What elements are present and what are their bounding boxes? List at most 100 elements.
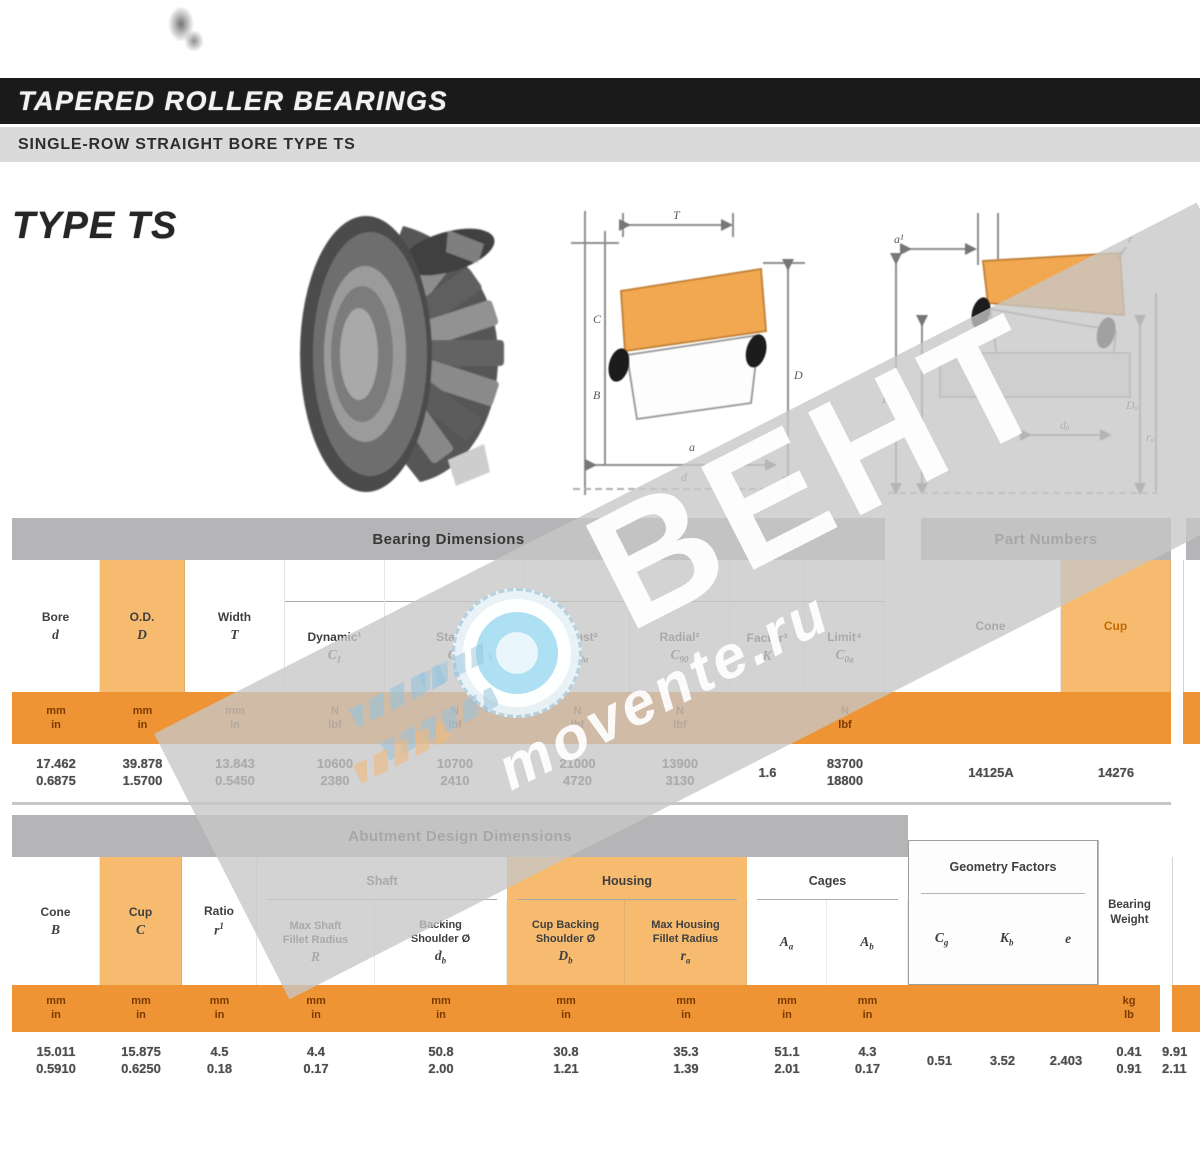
t2-col-geo-e-header: e <box>1065 931 1072 946</box>
t1-col-k-unit <box>730 692 805 744</box>
t1-col-cup-unit <box>1061 692 1171 744</box>
edge-fragment-header <box>1183 560 1200 692</box>
edge-fragment-gray-header <box>1186 518 1200 560</box>
t2-col-geo-kb-header: Kb <box>1000 930 1014 948</box>
t2-col-geo-e-value: 2.403 <box>1049 1052 1083 1068</box>
t2-group-housing-label: Housing <box>517 863 737 900</box>
t2-col-geo-kb-value: 3.52 <box>989 1052 1016 1068</box>
t1-col-cup-value: 14276 <box>1097 764 1135 780</box>
dim-label-da: dₐ <box>912 424 922 438</box>
dim-label-db: dᵦ <box>1060 418 1070 432</box>
dim-label-T: T <box>673 208 681 222</box>
geometry-factors-box: Geometry Factors Cg Kb e <box>908 840 1098 985</box>
dim-label-C: C <box>593 312 602 326</box>
title-bar: TAPERED ROLLER BEARINGS <box>0 78 1200 124</box>
edge-fragment-orange-band <box>1183 692 1200 744</box>
scan-smudge <box>184 30 204 52</box>
page-title: TAPERED ROLLER BEARINGS <box>18 85 449 116</box>
t2-group-shaft-label: Shaft <box>267 863 497 900</box>
diagram-mounting: a¹ r Dᵦ dₐ dᵦ Dₐ rₐ <box>878 203 1166 505</box>
t2-col-cage-b-header: Ab <box>827 900 908 985</box>
geometry-factors-symbols: Cg Kb e <box>909 894 1097 984</box>
t1-col-cone-header: Cone <box>921 560 1061 692</box>
dim-label-a1: a¹ <box>894 232 904 246</box>
dim-label-a: a <box>689 440 695 454</box>
section-header-part-numbers: Part Numbers <box>921 518 1171 560</box>
section-header-abutment-dimensions: Abutment Design Dimensions <box>12 815 908 857</box>
t1-col-k-value: 1.6 <box>758 764 777 780</box>
t1-col-cup-header: Cup <box>1061 560 1171 692</box>
dim-label-B: B <box>593 388 601 402</box>
geometry-factors-label: Geometry Factors <box>921 841 1085 894</box>
edge-fragment-header <box>1172 857 1200 985</box>
t2-group-cages-label: Cages <box>757 863 898 900</box>
dim-label-r: r <box>1128 232 1133 246</box>
bearing-photo <box>298 212 506 498</box>
diagram-cross-section: T C B d D a <box>563 203 811 505</box>
dim-label-d: d <box>681 470 688 484</box>
dim-label-Db: Dᵦ <box>881 392 895 406</box>
dim-label-ra: rₐ <box>1146 430 1155 444</box>
type-heading: TYPE TS <box>12 205 178 247</box>
dim-label-D: D <box>793 368 803 382</box>
dim-label-Da: Dₐ <box>1125 398 1139 412</box>
t2-col-cage-a-header: Aa <box>747 900 827 985</box>
t2-col-geo-cg-header: Cg <box>934 930 949 948</box>
